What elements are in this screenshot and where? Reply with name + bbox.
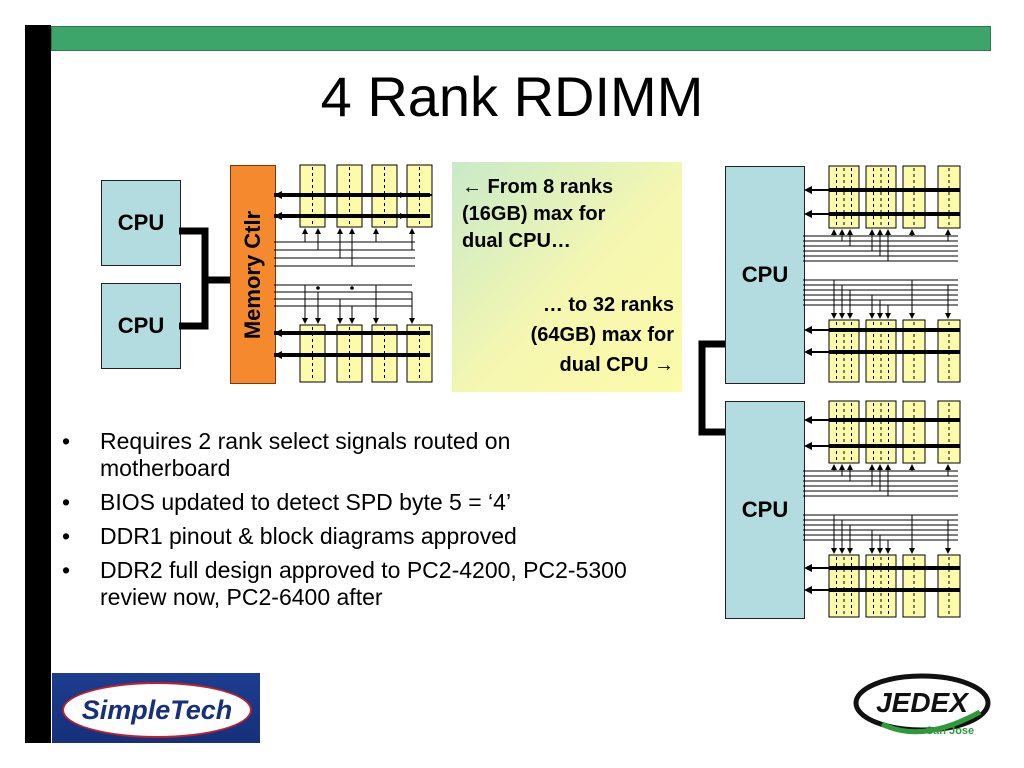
right-cpu-2-label: CPU bbox=[741, 497, 789, 522]
bullet-list: Requires 2 rank select signals routed on… bbox=[62, 428, 642, 618]
bullet-item: DDR1 pinout & block diagrams approved bbox=[62, 523, 642, 550]
jedex-logo-text: JEDEX bbox=[876, 687, 970, 718]
callout-line4: … to 32 ranks bbox=[542, 294, 674, 316]
bullet-item: DDR2 full design approved to PC2-4200, P… bbox=[62, 557, 642, 611]
callout-line5: (64GB) max for bbox=[530, 324, 674, 346]
callout-line3: dual CPU… bbox=[462, 230, 571, 252]
slide-title: 4 Rank RDIMM bbox=[320, 65, 704, 128]
callout-line2: (16GB) max for bbox=[462, 203, 606, 225]
jedex-logo: JEDEX San Jose bbox=[853, 673, 991, 737]
dimm-module bbox=[902, 554, 926, 618]
simpletech-logo-text: SimpleTech bbox=[62, 682, 252, 738]
left-black-bar bbox=[25, 25, 51, 743]
callout-line1: ← From 8 ranks bbox=[462, 176, 614, 198]
jedex-location-text: San Jose bbox=[926, 725, 974, 737]
callout-to: … to 32 ranks (64GB) max for dual CPU → bbox=[459, 290, 674, 380]
cpu-interconnect bbox=[698, 340, 725, 436]
left-cpu-2-label: CPU bbox=[117, 313, 165, 338]
bullet-item: Requires 2 rank select signals routed on… bbox=[62, 428, 642, 482]
left-cpu-2: CPU bbox=[101, 283, 181, 369]
memory-controller: Memory Ctlr bbox=[230, 165, 276, 384]
cpu-link bbox=[179, 227, 209, 330]
right-cpu-2: CPU bbox=[725, 401, 805, 619]
rank-callout: ← From 8 ranks (16GB) max for dual CPU… … bbox=[452, 162, 682, 392]
simpletech-logo: SimpleTech bbox=[52, 673, 260, 743]
dimm-module bbox=[937, 554, 961, 618]
callout-from: ← From 8 ranks (16GB) max for dual CPU… bbox=[462, 174, 672, 255]
diagram-graphics bbox=[179, 164, 961, 618]
junction-dot bbox=[316, 286, 320, 290]
callout-line6: dual CPU → bbox=[559, 354, 674, 376]
right-cpu-1-label: CPU bbox=[741, 262, 789, 287]
junction-dot bbox=[350, 286, 354, 290]
top-green-bar bbox=[51, 26, 991, 51]
bullet-item: BIOS updated to detect SPD byte 5 = ‘4’ bbox=[62, 489, 642, 516]
left-cpu-1-label: CPU bbox=[117, 210, 165, 235]
left-cpu-1: CPU bbox=[101, 180, 181, 266]
right-cpu-1: CPU bbox=[725, 166, 805, 384]
